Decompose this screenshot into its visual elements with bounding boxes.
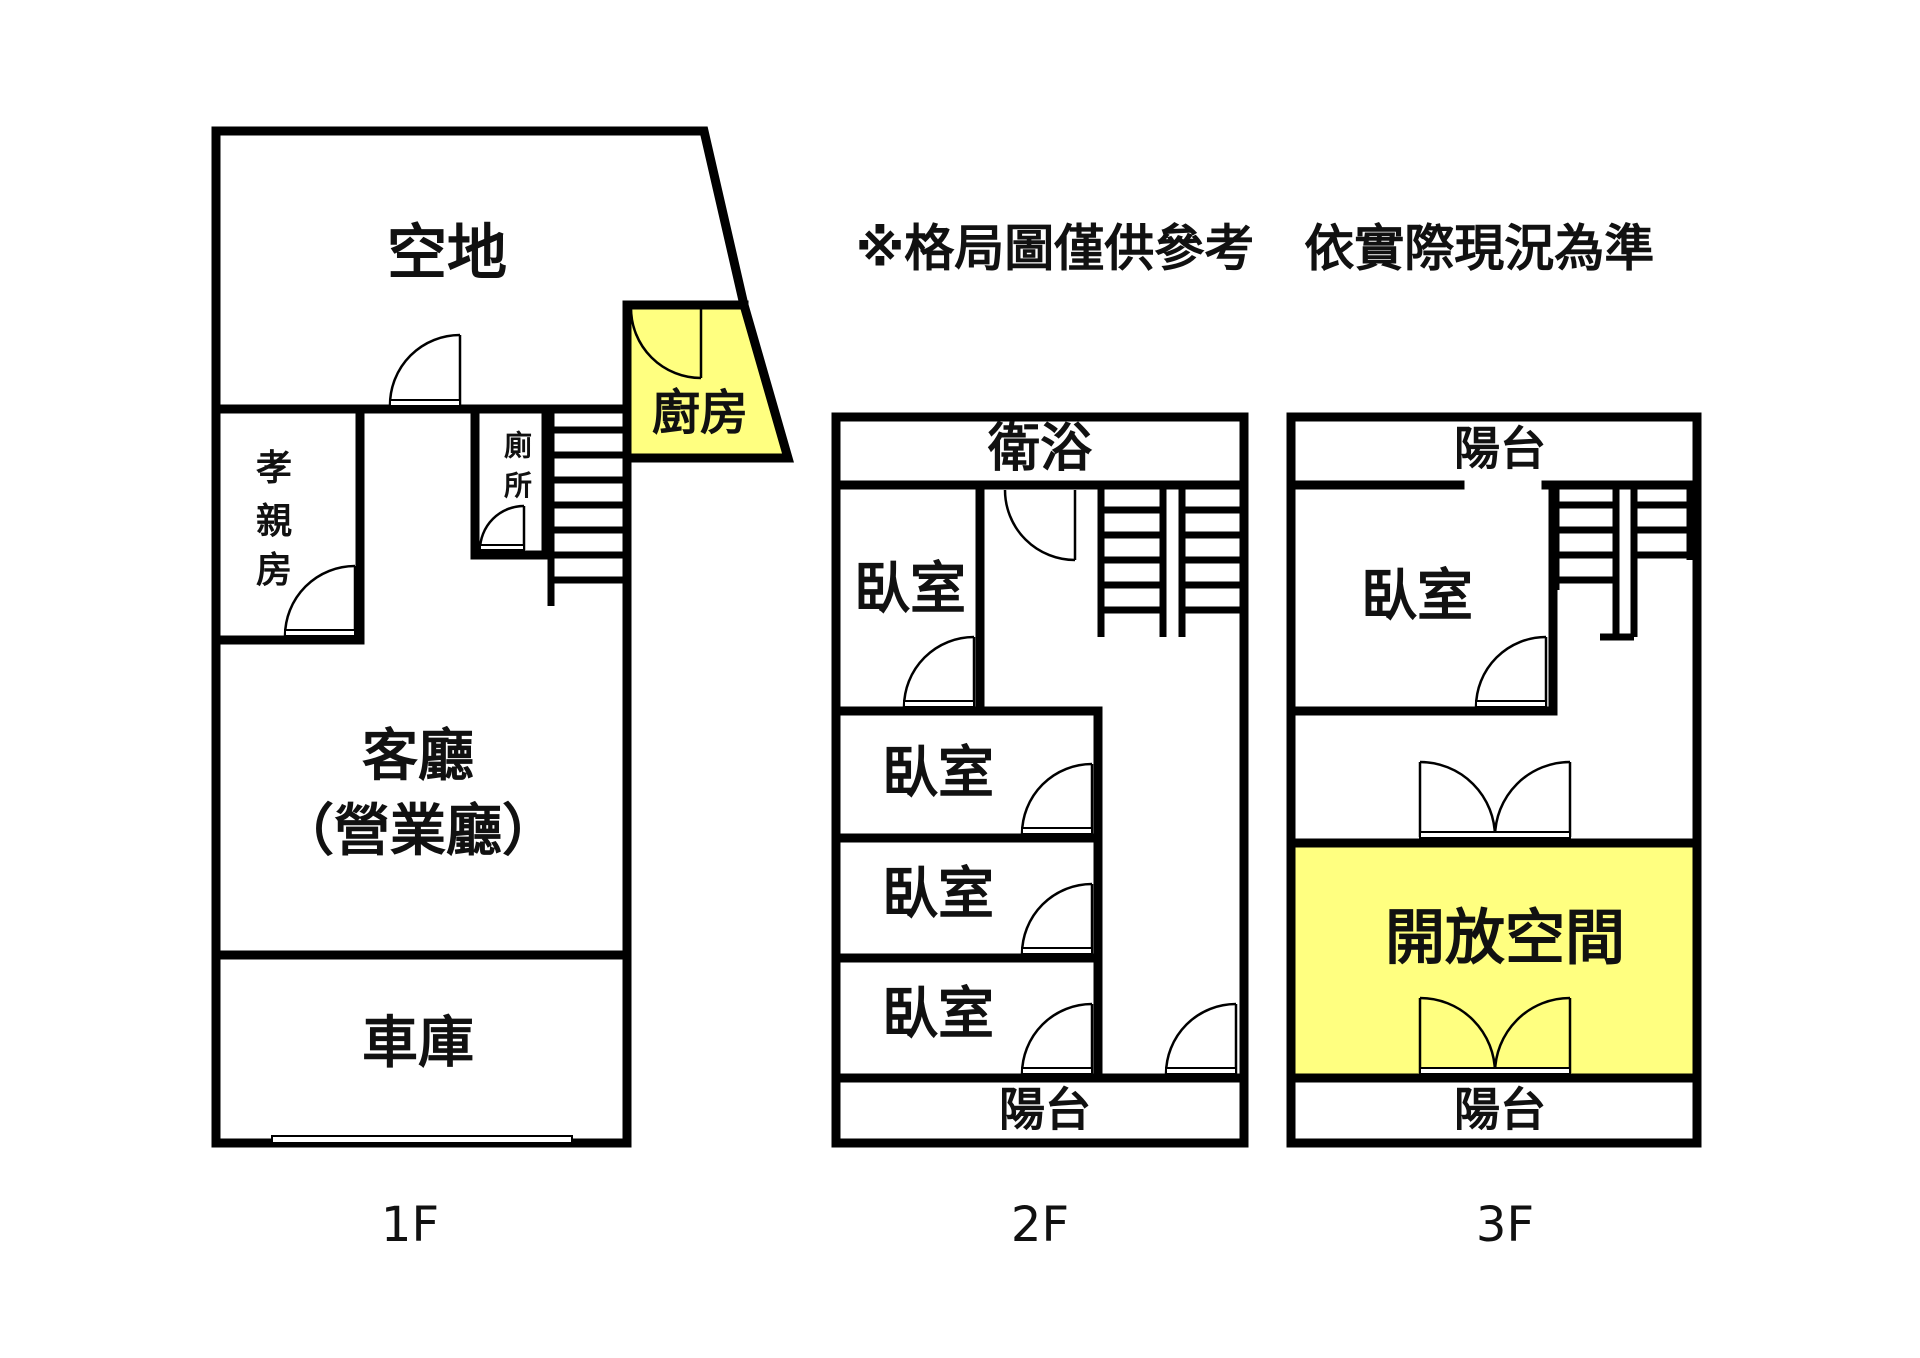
room-label-business-hall: （營業廳） [278,799,558,864]
room-label-balcony: 陽台 [1454,422,1546,476]
floor-label-3f: 3F [1476,1197,1534,1253]
room-label-elder-room: 親 [256,501,292,542]
room-label-garage: 車庫 [362,1011,474,1076]
room-label-living-room: 客廳 [362,724,474,789]
room-label-elder-room: 孝 [256,448,292,489]
disclaimer-notice: ※格局圖僅供參考 依實際現況為準 [856,220,1655,278]
f1-toilet-wall [470,404,551,560]
door-icon [902,635,976,708]
door-icon [283,564,357,637]
door-icon [629,306,703,380]
room-label-bathroom: 衛浴 [987,419,1093,479]
f1-elder-room-wall [211,404,365,645]
f1-stair-steps [551,426,627,584]
door-icon [1003,489,1077,562]
door-icon [1474,635,1548,708]
room-label-bedroom: 臥室 [882,982,994,1047]
floor-label-1f: 1F [381,1197,439,1253]
floor-3f: 陽台 臥室 開放空間 陽台 3F [1286,412,1702,1253]
f2-outer-wall [831,412,1249,1148]
door-icon [388,333,462,407]
room-label-toilet: 所 [504,469,532,502]
kitchen-fill [627,305,788,458]
double-door-icon [1418,996,1572,1075]
room-label-kitchen: 廚房 [652,385,748,441]
room-label-open-land: 空地 [387,219,507,289]
open-space-fill [1291,843,1697,1078]
room-label-balcony: 陽台 [1454,1083,1546,1137]
door-icon [1020,762,1094,835]
floor-2f: 衛浴 臥室 臥室 臥室 臥室 陽台 2F [831,412,1249,1253]
room-label-bedroom: 臥室 [882,741,994,806]
door-icon [478,504,526,551]
double-door-icon [1418,760,1572,839]
room-label-bedroom: 臥室 [882,862,994,927]
room-label-balcony: 陽台 [999,1083,1091,1137]
room-label-bedroom: 臥室 [854,557,966,622]
floor-label-2f: 2F [1011,1197,1069,1253]
room-label-toilet: 廁 [504,429,532,462]
room-label-elder-room: 房 [256,550,292,591]
door-icon [1164,1002,1238,1075]
f2-stair-steps [1101,506,1244,614]
garage-door [271,1135,573,1144]
floor-1f: 空地 廚房 孝 親 房 廁 所 客廳 （營業廳） 車庫 1F [211,126,794,1253]
f3-outer-wall [1286,412,1702,1148]
room-label-bedroom: 臥室 [1361,564,1473,629]
door-icon [1020,1002,1094,1075]
f3-stair-steps [1556,501,1690,641]
door-icon [1020,882,1094,955]
room-label-open-space: 開放空間 [1385,904,1625,974]
